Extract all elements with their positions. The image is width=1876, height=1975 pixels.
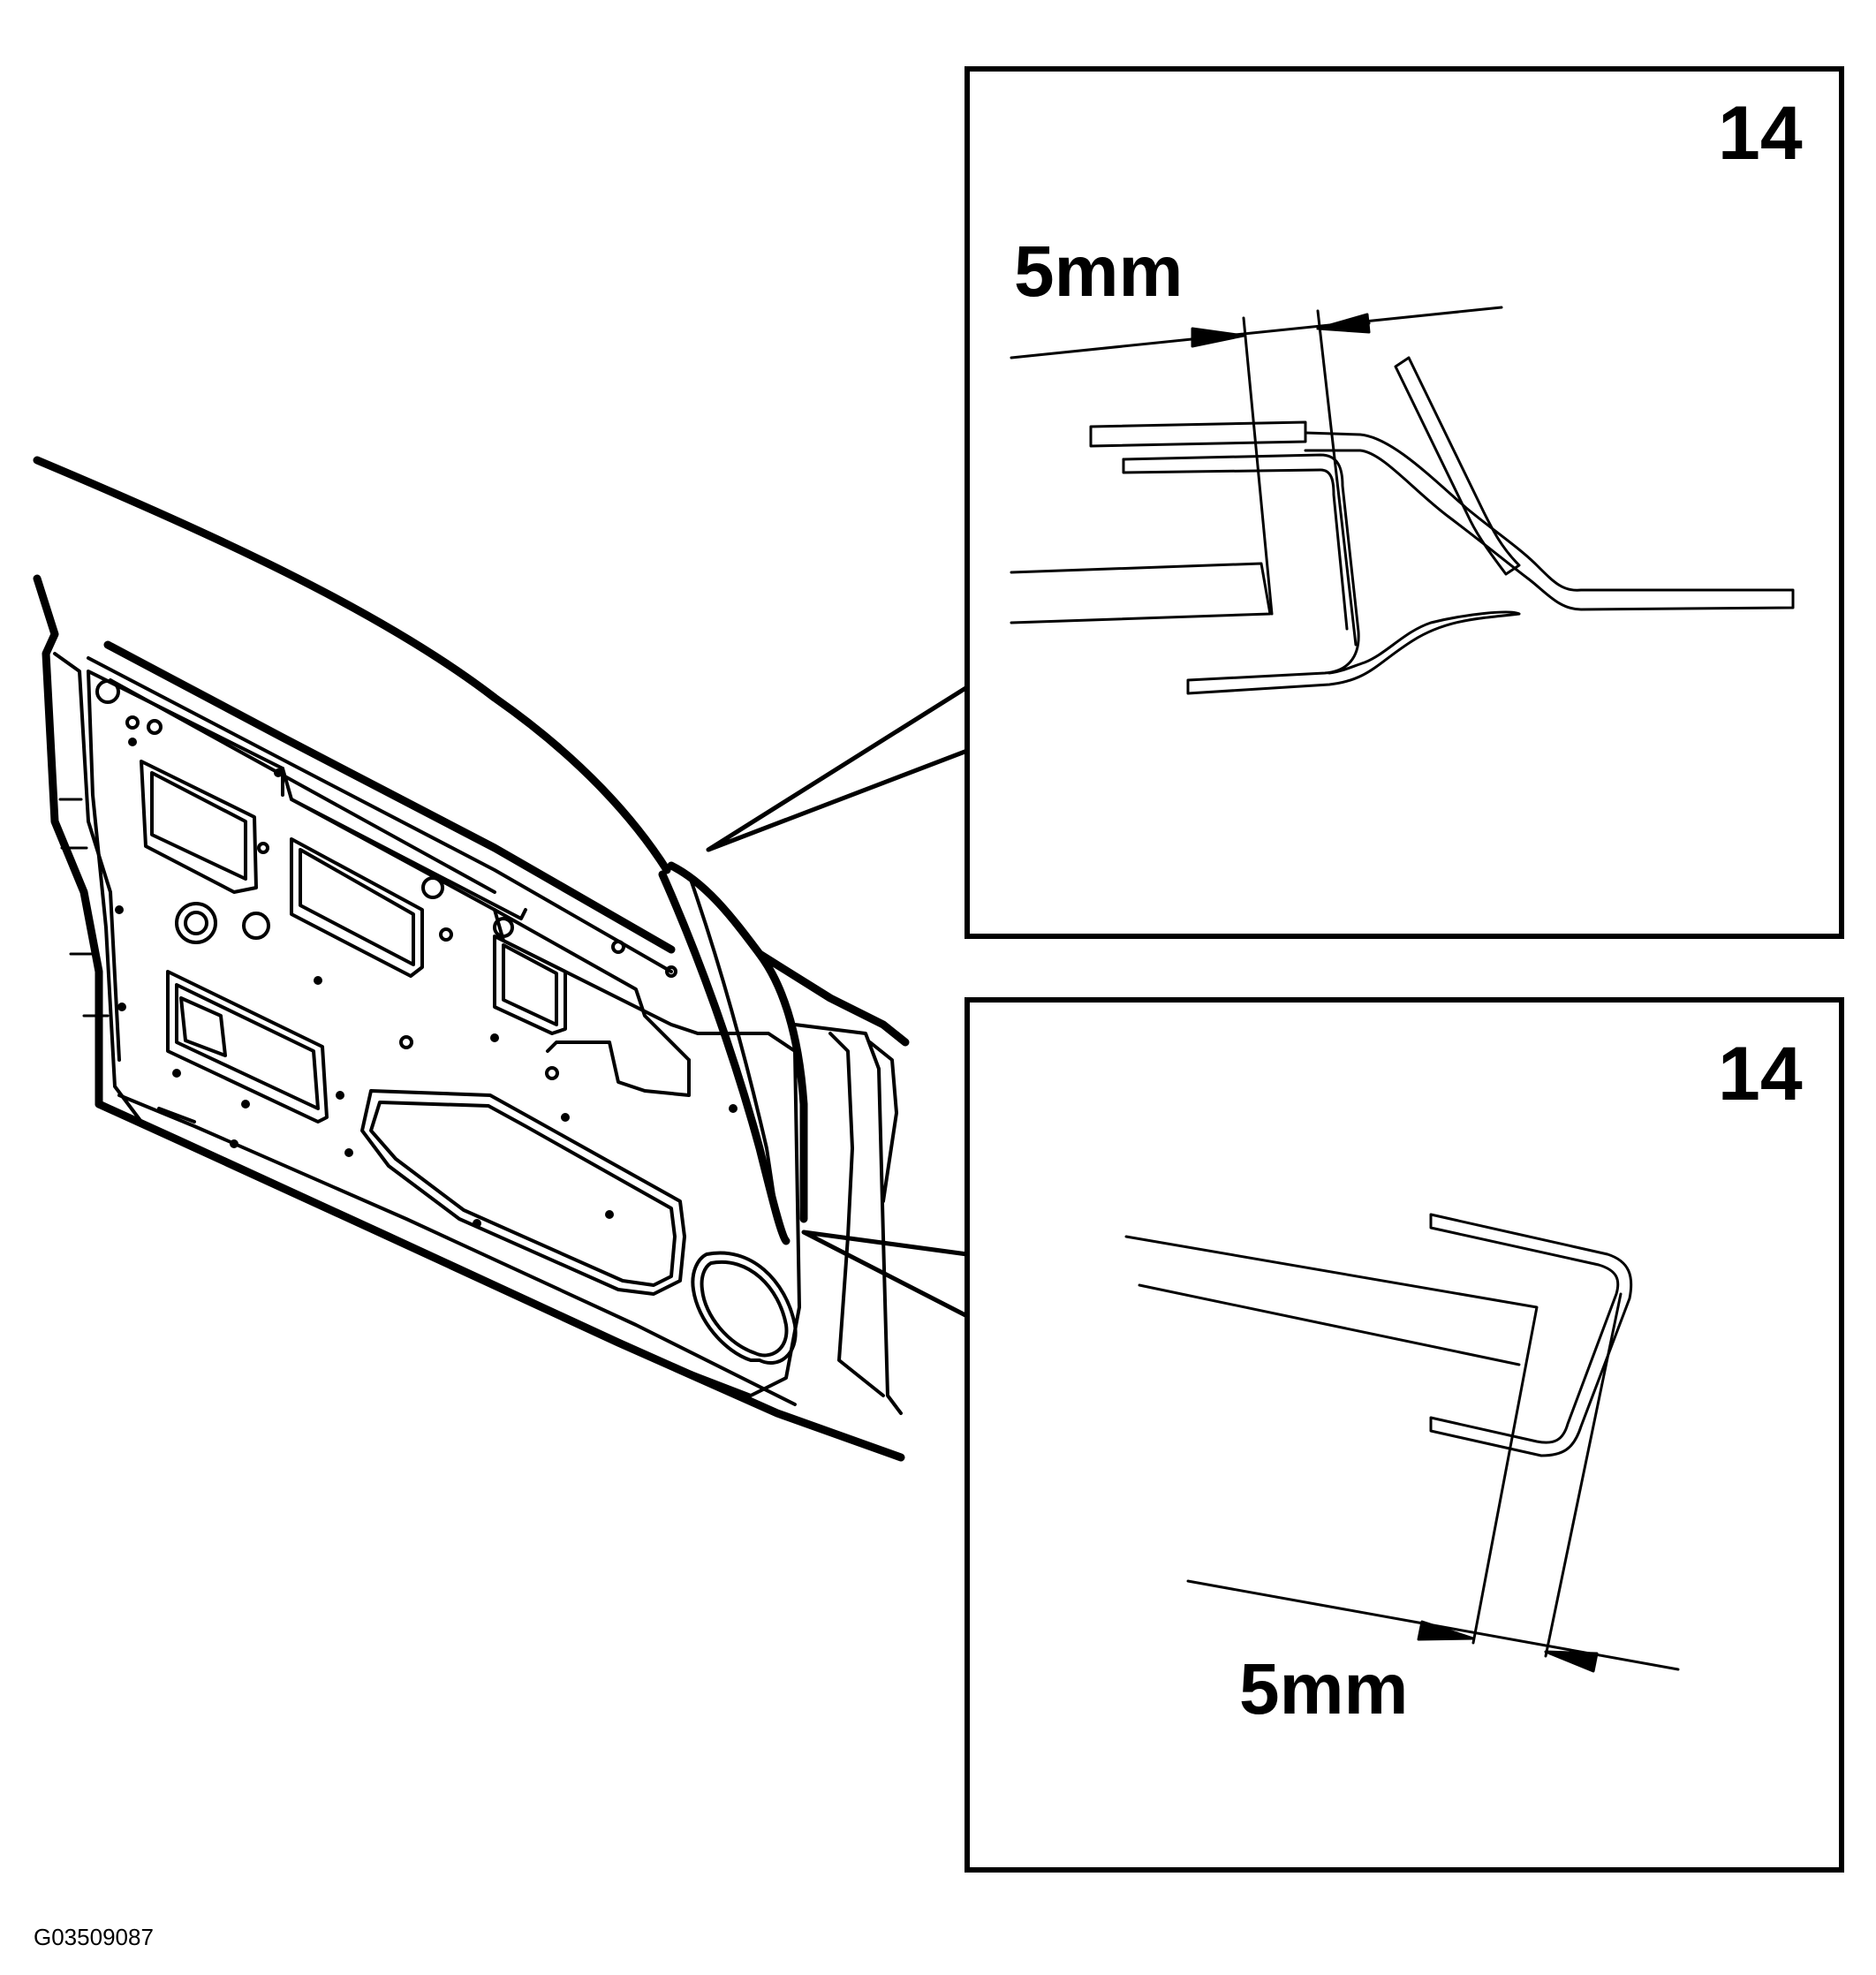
window-frame-pillar-inner <box>687 873 779 1221</box>
detail-bottom-dimension: 5mm <box>1239 1649 1408 1729</box>
leader-top <box>706 685 970 852</box>
seal-profile-bottom <box>1429 1213 1633 1457</box>
dimension-line-top <box>1010 306 1503 359</box>
detail-box-bottom: 14 5mm <box>964 997 1844 1873</box>
detail-bottom-number: 14 <box>1718 1032 1803 1116</box>
detail-box-bottom-frame <box>964 997 1844 1873</box>
panel-lines-top <box>1010 562 1272 624</box>
small-dots <box>115 738 738 1228</box>
door-bottom-inner <box>117 1093 797 1406</box>
door-front-edge <box>33 574 103 1109</box>
door-assembly <box>33 456 970 1462</box>
detail-top-number: 14 <box>1718 91 1803 176</box>
belt-rail <box>103 640 676 954</box>
figure-code: G03509087 <box>34 1924 154 1950</box>
extension-lines-top <box>1242 309 1358 647</box>
rear-edge <box>755 950 910 1047</box>
speaker-opening <box>691 1251 798 1366</box>
detail-box-top: 14 5mm <box>964 66 1844 939</box>
door-front-edge-detail <box>58 798 110 1018</box>
arrow-bottom-right <box>1544 1650 1599 1673</box>
opening-1 <box>140 760 258 894</box>
detail-box-top-frame <box>964 66 1844 939</box>
lower-opening <box>360 1089 686 1296</box>
lock-box <box>166 970 329 1124</box>
door-bottom-edge <box>95 1100 905 1462</box>
upper-channel <box>281 767 691 1097</box>
extension-line-bottom <box>1544 1292 1623 1658</box>
opening-3 <box>493 935 567 1035</box>
roof-frame-curve <box>33 456 671 874</box>
mounting-holes <box>95 679 677 1080</box>
opening-2 <box>290 837 424 978</box>
flange-lip-top <box>1394 356 1521 576</box>
door-front-edge-inner <box>53 652 121 1062</box>
flange-top <box>1304 431 1795 611</box>
panel-lines-bottom <box>1124 1235 1539 1645</box>
seal-profile-top <box>1089 420 1521 695</box>
rear-inner <box>793 1023 903 1415</box>
seal-body-top <box>1122 458 1349 631</box>
leader-bottom <box>801 1230 970 1319</box>
detail-top-dimension: 5mm <box>1014 231 1183 312</box>
arrow-bottom-left <box>1417 1620 1475 1641</box>
